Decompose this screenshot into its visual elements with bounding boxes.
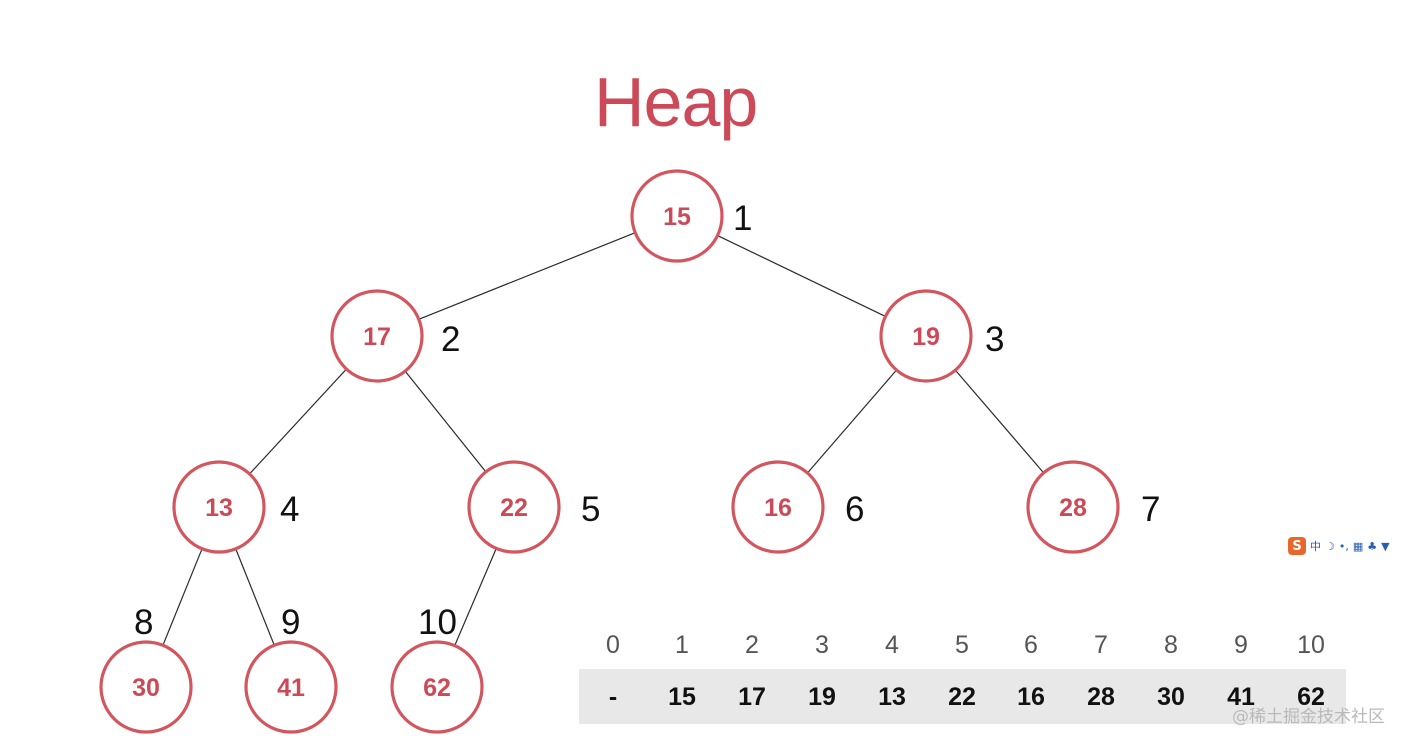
node-circle — [467, 460, 561, 554]
node-circle — [99, 640, 193, 734]
watermark: @稀土掘金技术社区 — [1232, 707, 1385, 727]
node-circle — [630, 169, 724, 263]
array-value-cell: 16 — [1017, 683, 1045, 711]
array-value-cell: 17 — [738, 683, 766, 711]
node-value: 17 — [363, 323, 391, 351]
array-values-row — [579, 669, 1346, 724]
node-index-label: 2 — [441, 320, 460, 359]
node-value: 16 — [764, 494, 792, 522]
node-value: 19 — [912, 323, 940, 351]
node-value: 28 — [1059, 494, 1087, 522]
punctuation-icon[interactable]: •, — [1338, 539, 1349, 553]
array-index-label: 5 — [955, 631, 969, 659]
shirt-icon[interactable]: ▼ — [1381, 539, 1390, 553]
tree-edge — [249, 368, 347, 475]
node-index-label: 7 — [1141, 490, 1160, 529]
array-value-cell: 13 — [878, 683, 906, 711]
node-index-label: 5 — [581, 490, 600, 529]
tree-edge — [454, 548, 497, 646]
tree-edge — [162, 548, 203, 646]
array-value-cell: 41 — [1227, 683, 1255, 711]
node-index-label: 4 — [280, 490, 299, 529]
node-index-label: 8 — [134, 603, 153, 642]
node-circle — [330, 289, 424, 383]
tree-node: 17 2 — [330, 289, 460, 383]
tree-edge — [717, 234, 886, 318]
tree-node: 16 6 — [731, 460, 864, 554]
skin-icon[interactable]: ♣ — [1367, 539, 1378, 553]
moon-icon[interactable]: ☽ — [1325, 539, 1335, 553]
node-index-label: 1 — [733, 199, 752, 238]
tree-node: 30 8 — [99, 603, 193, 734]
array-index-label: 3 — [815, 631, 829, 659]
node-circle — [172, 460, 266, 554]
node-circle — [879, 289, 973, 383]
tree-edges — [162, 232, 1045, 646]
node-index-label: 3 — [985, 320, 1004, 359]
array-value-cell: 62 — [1297, 683, 1325, 711]
array-index-label: 6 — [1024, 631, 1038, 659]
node-value: 15 — [663, 203, 691, 231]
array-value-cell: 22 — [948, 683, 976, 711]
tree-edge — [418, 232, 636, 320]
array-index-label: 8 — [1164, 631, 1178, 659]
array-value-cell: 15 — [668, 683, 696, 711]
node-value: 22 — [500, 494, 528, 522]
node-index-label: 9 — [281, 603, 300, 642]
tree-node: 22 5 — [467, 460, 600, 554]
tree-node: 28 7 — [1026, 460, 1160, 554]
tree-edge — [806, 369, 898, 474]
node-circle — [390, 640, 484, 734]
tree-node: 62 10 — [390, 603, 484, 734]
array-index-label: 0 — [606, 631, 620, 659]
node-value: 13 — [205, 494, 233, 522]
tree-edge — [235, 548, 275, 646]
tree-node: 13 4 — [172, 460, 299, 554]
tree-node: 15 1 — [630, 169, 752, 263]
array-index-label: 10 — [1297, 631, 1325, 659]
array-index-label: 7 — [1094, 631, 1108, 659]
tree-edge — [404, 370, 487, 473]
node-circle — [731, 460, 825, 554]
tree-edge — [954, 369, 1045, 474]
node-circle — [1026, 460, 1120, 554]
array-value-cell: 28 — [1087, 683, 1115, 711]
tree-node: 41 9 — [244, 603, 338, 734]
ime-lang-toggle[interactable]: 中 — [1310, 540, 1321, 553]
node-value: 41 — [277, 674, 305, 702]
array-index-label: 1 — [675, 631, 689, 659]
array-index-label: 9 — [1234, 631, 1248, 659]
array-value-cell: - — [608, 683, 618, 711]
ime-toolbar[interactable]: S 中 ☽ •, ▦ ♣ ▼ — [1288, 535, 1412, 557]
array-index-label: 4 — [885, 631, 899, 659]
array-index-label: 2 — [745, 631, 759, 659]
node-value: 30 — [132, 674, 160, 702]
node-circle — [244, 640, 338, 734]
page-title: Heap — [594, 63, 758, 141]
keyboard-icon[interactable]: ▦ — [1352, 539, 1364, 553]
node-index-label: 6 — [845, 490, 864, 529]
node-index-label: 10 — [418, 603, 457, 642]
array-value-cell: 19 — [808, 683, 836, 711]
tree-node: 19 3 — [879, 289, 1004, 383]
ime-logo-icon[interactable]: S — [1288, 537, 1306, 555]
array-value-cell: 30 — [1157, 683, 1185, 711]
node-value: 62 — [423, 674, 451, 702]
